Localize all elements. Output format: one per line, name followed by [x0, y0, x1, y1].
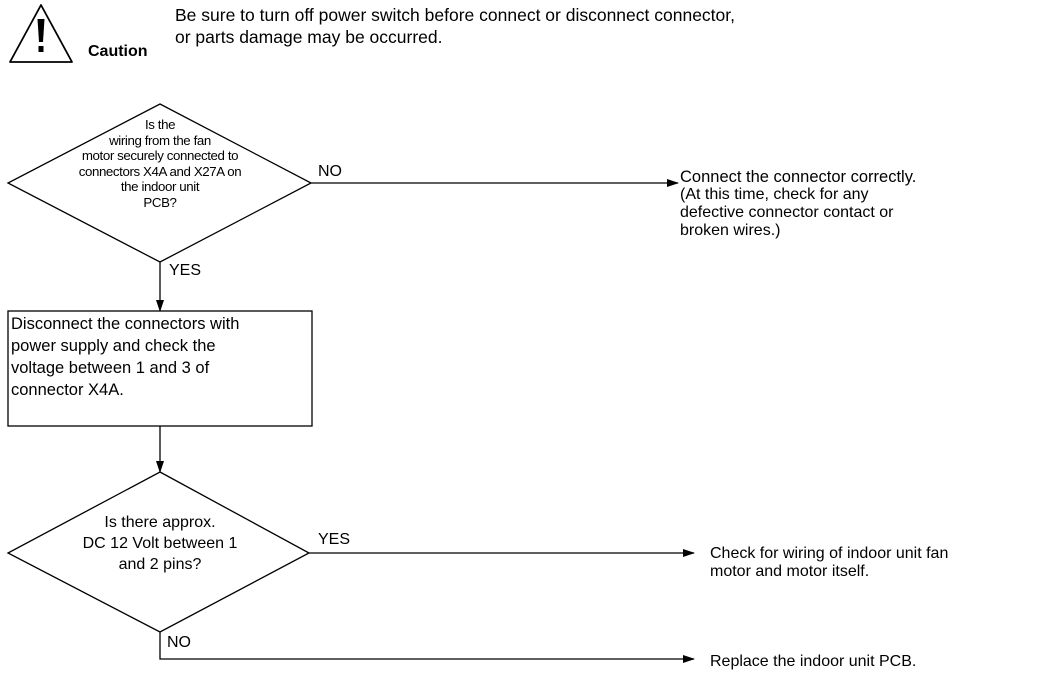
decision2-line: and 2 pins? — [118, 556, 202, 573]
decision1-line: motor securely connected to — [81, 148, 239, 164]
caution-message: Be sure to turn off power switch before … — [175, 4, 735, 48]
result-replace-pcb-line: Replace the indoor unit PCB. — [710, 653, 917, 670]
decision1-yes-label: YES — [169, 262, 202, 279]
decision1-question: Is the wiring from the fan motor securel… — [40, 117, 280, 211]
decision1-line: PCB? — [143, 194, 177, 210]
result-check-motor-line: motor and motor itself. — [710, 563, 870, 580]
process-box-line: voltage between 1 and 3 of — [11, 359, 210, 377]
decision2-question: Is there approx. DC 12 Volt between 1 an… — [50, 512, 270, 575]
decision2-no-arrow — [159, 632, 695, 663]
process-box-line: power supply and check the — [11, 337, 216, 355]
process-box-line: connector X4A. — [11, 381, 124, 399]
result-check-motor: Check for wiring of indoor unit fan moto… — [710, 545, 948, 581]
result-reconnect-line: Connect the connector correctly. — [680, 168, 917, 186]
decision1-no-label: NO — [318, 163, 342, 180]
result-reconnect-line: defective connector contact or — [680, 204, 894, 221]
process-box-line: Disconnect the connectors with — [11, 315, 240, 333]
process-box-text: Disconnect the connectors with power sup… — [11, 313, 307, 401]
decision2-yes-label: YES — [318, 531, 351, 548]
result-reconnect-line: (At this time, check for any — [680, 186, 869, 203]
decision1-line: connectors X4A and X27A on — [78, 163, 242, 179]
decision1-line: the indoor unit — [120, 179, 200, 195]
result-check-motor-line: Check for wiring of indoor unit fan — [710, 545, 949, 562]
caution-label: Caution — [88, 43, 148, 60]
result-reconnect-line: broken wires.) — [680, 222, 781, 239]
decision2-no-label: NO — [167, 634, 191, 651]
result-reconnect: Connect the connector correctly. (At thi… — [680, 168, 916, 240]
result-replace-pcb: Replace the indoor unit PCB. — [710, 653, 916, 671]
decision2-line: DC 12 Volt between 1 — [82, 535, 238, 552]
decision2-line: Is there approx. — [104, 514, 216, 531]
warning-triangle-icon — [9, 4, 73, 63]
decision1-line: wiring from the fan — [109, 132, 211, 148]
decision1-line: Is the — [144, 117, 176, 132]
caution-message-line: or parts damage may be occurred. — [175, 27, 443, 47]
caution-message-line: Be sure to turn off power switch before … — [175, 5, 735, 25]
